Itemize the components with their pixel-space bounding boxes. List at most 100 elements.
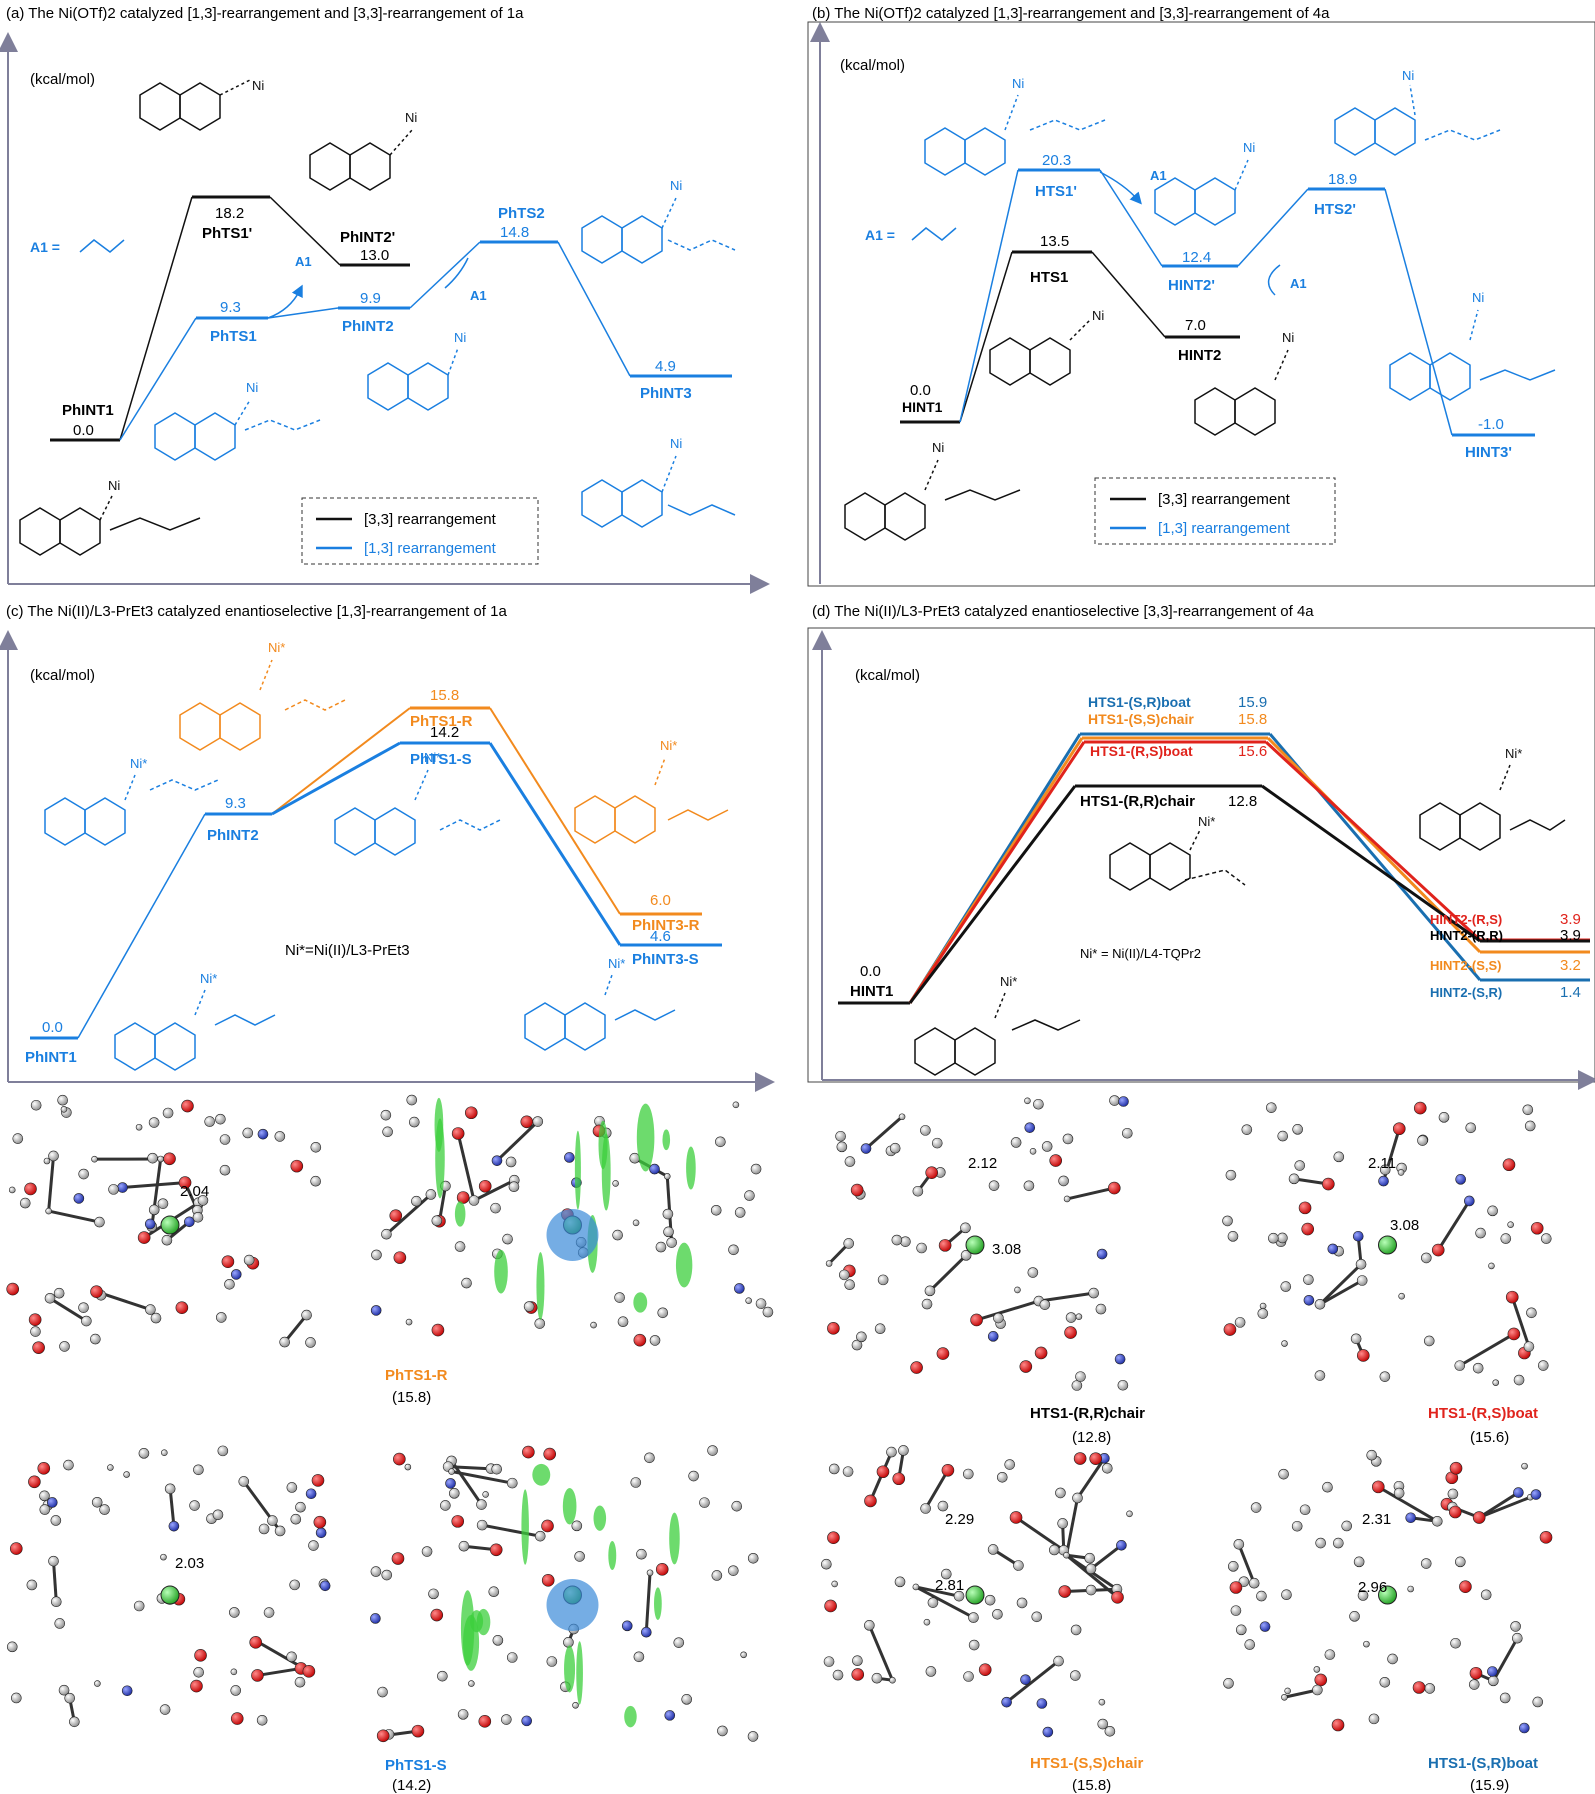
label-c-int3r: PhINT3-R <box>632 917 700 934</box>
svg-text:Ni: Ni <box>405 110 417 125</box>
structure-dist-h-ts1-rr-a: 2.12 <box>968 1155 997 1172</box>
value-a-int2: 9.9 <box>360 290 381 307</box>
label-a-ts1: PhTS1 <box>210 328 257 345</box>
value-a-ts1: 9.3 <box>220 299 241 316</box>
value-b-int2: 7.0 <box>1185 317 1206 334</box>
label-b-int2: HINT2 <box>1178 347 1221 364</box>
label-c-int1: PhINT1 <box>25 1049 77 1066</box>
value-b-ts2p: 18.9 <box>1328 171 1357 188</box>
b-a1-tag-1: A1 <box>1150 168 1167 183</box>
svg-text:Ni: Ni <box>932 440 944 455</box>
panel-b-title: (b) The Ni(OTf)2 catalyzed [1,3]-rearran… <box>812 5 1330 22</box>
value-d-ts1-sr: 15.9 <box>1238 694 1267 711</box>
label-b-int1: HINT1 <box>902 399 943 415</box>
value-c-int1: 0.0 <box>42 1019 63 1036</box>
panel-a-legend <box>301 497 539 565</box>
molecule-3d-model <box>821 1445 1133 1738</box>
label-b-ts2p: HTS2' <box>1314 201 1356 218</box>
svg-text:Ni: Ni <box>246 380 258 395</box>
structure-label-ph-ts1s: PhTS1-S <box>385 1757 447 1774</box>
label-b-ts1p: HTS1' <box>1035 183 1077 200</box>
svg-text:Ni*: Ni* <box>1505 746 1522 761</box>
panel-c-note: Ni*=Ni(II)/L3-PrEt3 <box>285 942 410 959</box>
value-d-ts1-rs: 15.6 <box>1238 743 1267 760</box>
molecule-a-ts1: Ni <box>154 380 321 461</box>
label-d-ts1-rs: HTS1-(R,S)boat <box>1090 743 1193 759</box>
series-b-black <box>900 250 1240 424</box>
legend-b-33: [3,3] rearrangement <box>1158 491 1291 508</box>
panel-c-title: (c) The Ni(II)/L3-PrEt3 catalyzed enanti… <box>6 603 507 620</box>
svg-text:Ni: Ni <box>1282 330 1294 345</box>
value-b-int3p: -1.0 <box>1478 416 1504 433</box>
molecule-b-int3p: Ni <box>1389 290 1556 401</box>
b-a1-definition: A1 = <box>865 227 895 243</box>
structure-dist-h-ts1-ss-b: 2.81 <box>935 1577 964 1594</box>
molecule-c-ts1s: Ni* <box>334 750 501 856</box>
structure-label-h-ts1-ss: HTS1-(S,S)chair <box>1030 1755 1144 1772</box>
svg-text:Ni: Ni <box>670 178 682 193</box>
value-a-int1: 0.0 <box>73 422 94 439</box>
structure-energy-h-ts1-rs: (15.6) <box>1470 1429 1509 1446</box>
panel-d-note: Ni* = Ni(II)/L4-TQPr2 <box>1080 946 1201 961</box>
label-d-int2-rr: HINT2-(R,R) <box>1430 928 1503 943</box>
structure-energy-h-ts1-sr: (15.9) <box>1470 1777 1509 1794</box>
value-d-int2-rr: 3.9 <box>1560 927 1581 944</box>
molecule-3d-model <box>1223 1449 1553 1734</box>
structure-energy-ph-ts1s: (14.2) <box>392 1777 431 1794</box>
molecule-3d-model <box>6 1445 331 1728</box>
value-c-int2: 9.3 <box>225 795 246 812</box>
legend-a-13: [1,3] rearrangement <box>364 540 497 557</box>
panel-b-frame <box>807 21 1595 587</box>
label-b-int2p: HINT2' <box>1168 277 1215 294</box>
molecule-a-int1: Ni <box>19 478 201 556</box>
label-a-ts1p: PhTS1' <box>202 225 252 242</box>
value-d-int2-ss: 3.2 <box>1560 957 1581 974</box>
value-b-int2p: 12.4 <box>1182 249 1211 266</box>
label-a-int3: PhINT3 <box>640 385 692 402</box>
b-a1-tag-2: A1 <box>1290 276 1307 291</box>
structures: PhTS1-R (15.8) 2.04 PhTS1-S (14.2) 2.03 … <box>6 1094 1553 1794</box>
series-c <box>30 706 722 1040</box>
structure-dist-h-ts1-sr-a: 2.31 <box>1362 1511 1391 1528</box>
panel-a-title: (a) The Ni(OTf)2 catalyzed [1,3]-rearran… <box>6 5 524 22</box>
label-d-ts1-rr: HTS1-(R,R)chair <box>1080 793 1195 810</box>
label-d-int2-ss: HINT2-(S,S) <box>1430 958 1502 973</box>
molecule-c-int1: Ni* <box>114 971 276 1071</box>
value-a-ts1p: 18.2 <box>215 205 244 222</box>
structure-label-h-ts1-rr: HTS1-(R,R)chair <box>1030 1405 1145 1422</box>
molecule-d-int2: Ni* <box>1419 746 1566 851</box>
svg-text:Ni: Ni <box>1092 308 1104 323</box>
a1-tag-2: A1 <box>470 288 487 303</box>
label-c-ts1r: PhTS1-R <box>410 713 473 730</box>
svg-text:Ni*: Ni* <box>424 750 441 765</box>
molecule-d-int1: Ni* <box>914 974 1081 1076</box>
value-c-ts1r: 15.8 <box>430 687 459 704</box>
value-b-int1: 0.0 <box>910 382 931 399</box>
label-d-int2-rs: HINT2-(R,S) <box>1430 912 1502 927</box>
panel-c: (c) The Ni(II)/L3-PrEt3 catalyzed enanti… <box>0 603 775 1092</box>
structure-dist-h-ts1-rr-b: 3.08 <box>992 1241 1021 1258</box>
value-c-int3s: 4.6 <box>650 928 671 945</box>
value-d-ts1-rr: 12.8 <box>1228 793 1257 810</box>
panel-d-unit: (kcal/mol) <box>855 667 920 684</box>
label-b-int3p: HINT3' <box>1465 444 1512 461</box>
label-a-int2p: PhINT2' <box>340 229 395 246</box>
panel-b-unit: (kcal/mol) <box>840 57 905 74</box>
panel-b-legend <box>1094 477 1336 545</box>
molecule-a-ts1p: Ni <box>139 78 264 131</box>
allyl-cation-icon <box>79 239 125 253</box>
series-b-blue <box>959 168 1535 437</box>
molecule-b-int2: Ni <box>1194 330 1294 436</box>
molecule-d-ts: Ni* <box>1109 814 1246 891</box>
value-a-ts2: 14.8 <box>500 224 529 241</box>
value-c-int3r: 6.0 <box>650 892 671 909</box>
value-d-int2-sr: 1.4 <box>1560 984 1581 1001</box>
molecule-a-int3: Ni <box>581 436 736 528</box>
value-d-ts1-ss: 15.8 <box>1238 711 1267 728</box>
panel-c-unit: (kcal/mol) <box>30 667 95 684</box>
structure-energy-h-ts1-rr: (12.8) <box>1072 1429 1111 1446</box>
label-a-int2: PhINT2 <box>342 318 394 335</box>
label-d-ts1-ss: HTS1-(S,S)chair <box>1088 711 1194 727</box>
panel-b: (b) The Ni(OTf)2 catalyzed [1,3]-rearran… <box>807 5 1595 587</box>
panel-a-unit: (kcal/mol) <box>30 71 95 88</box>
